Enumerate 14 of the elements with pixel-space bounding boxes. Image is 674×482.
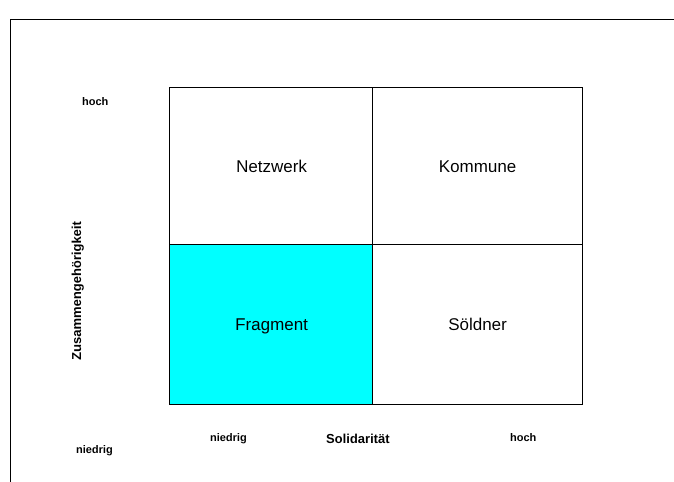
cell-label: Fragment: [235, 314, 308, 334]
cell-label: Kommune: [438, 156, 516, 176]
axis-level-label: hoch: [82, 96, 108, 108]
matrix-cell: [372, 244, 583, 405]
matrix-cell: [169, 87, 374, 246]
cell-label: Söldner: [448, 314, 507, 334]
axis-level-label: niedrig: [76, 444, 113, 456]
matrix-cell: [372, 87, 583, 246]
axis-title: Solidarität: [326, 431, 390, 446]
axis-title: Zusammengehörigkeit: [68, 220, 84, 360]
matrix-cell: [169, 244, 374, 405]
cell-label: Netzwerk: [236, 156, 307, 176]
axis-level-label: niedrig: [210, 432, 247, 444]
axis-level-label: hoch: [510, 432, 536, 444]
